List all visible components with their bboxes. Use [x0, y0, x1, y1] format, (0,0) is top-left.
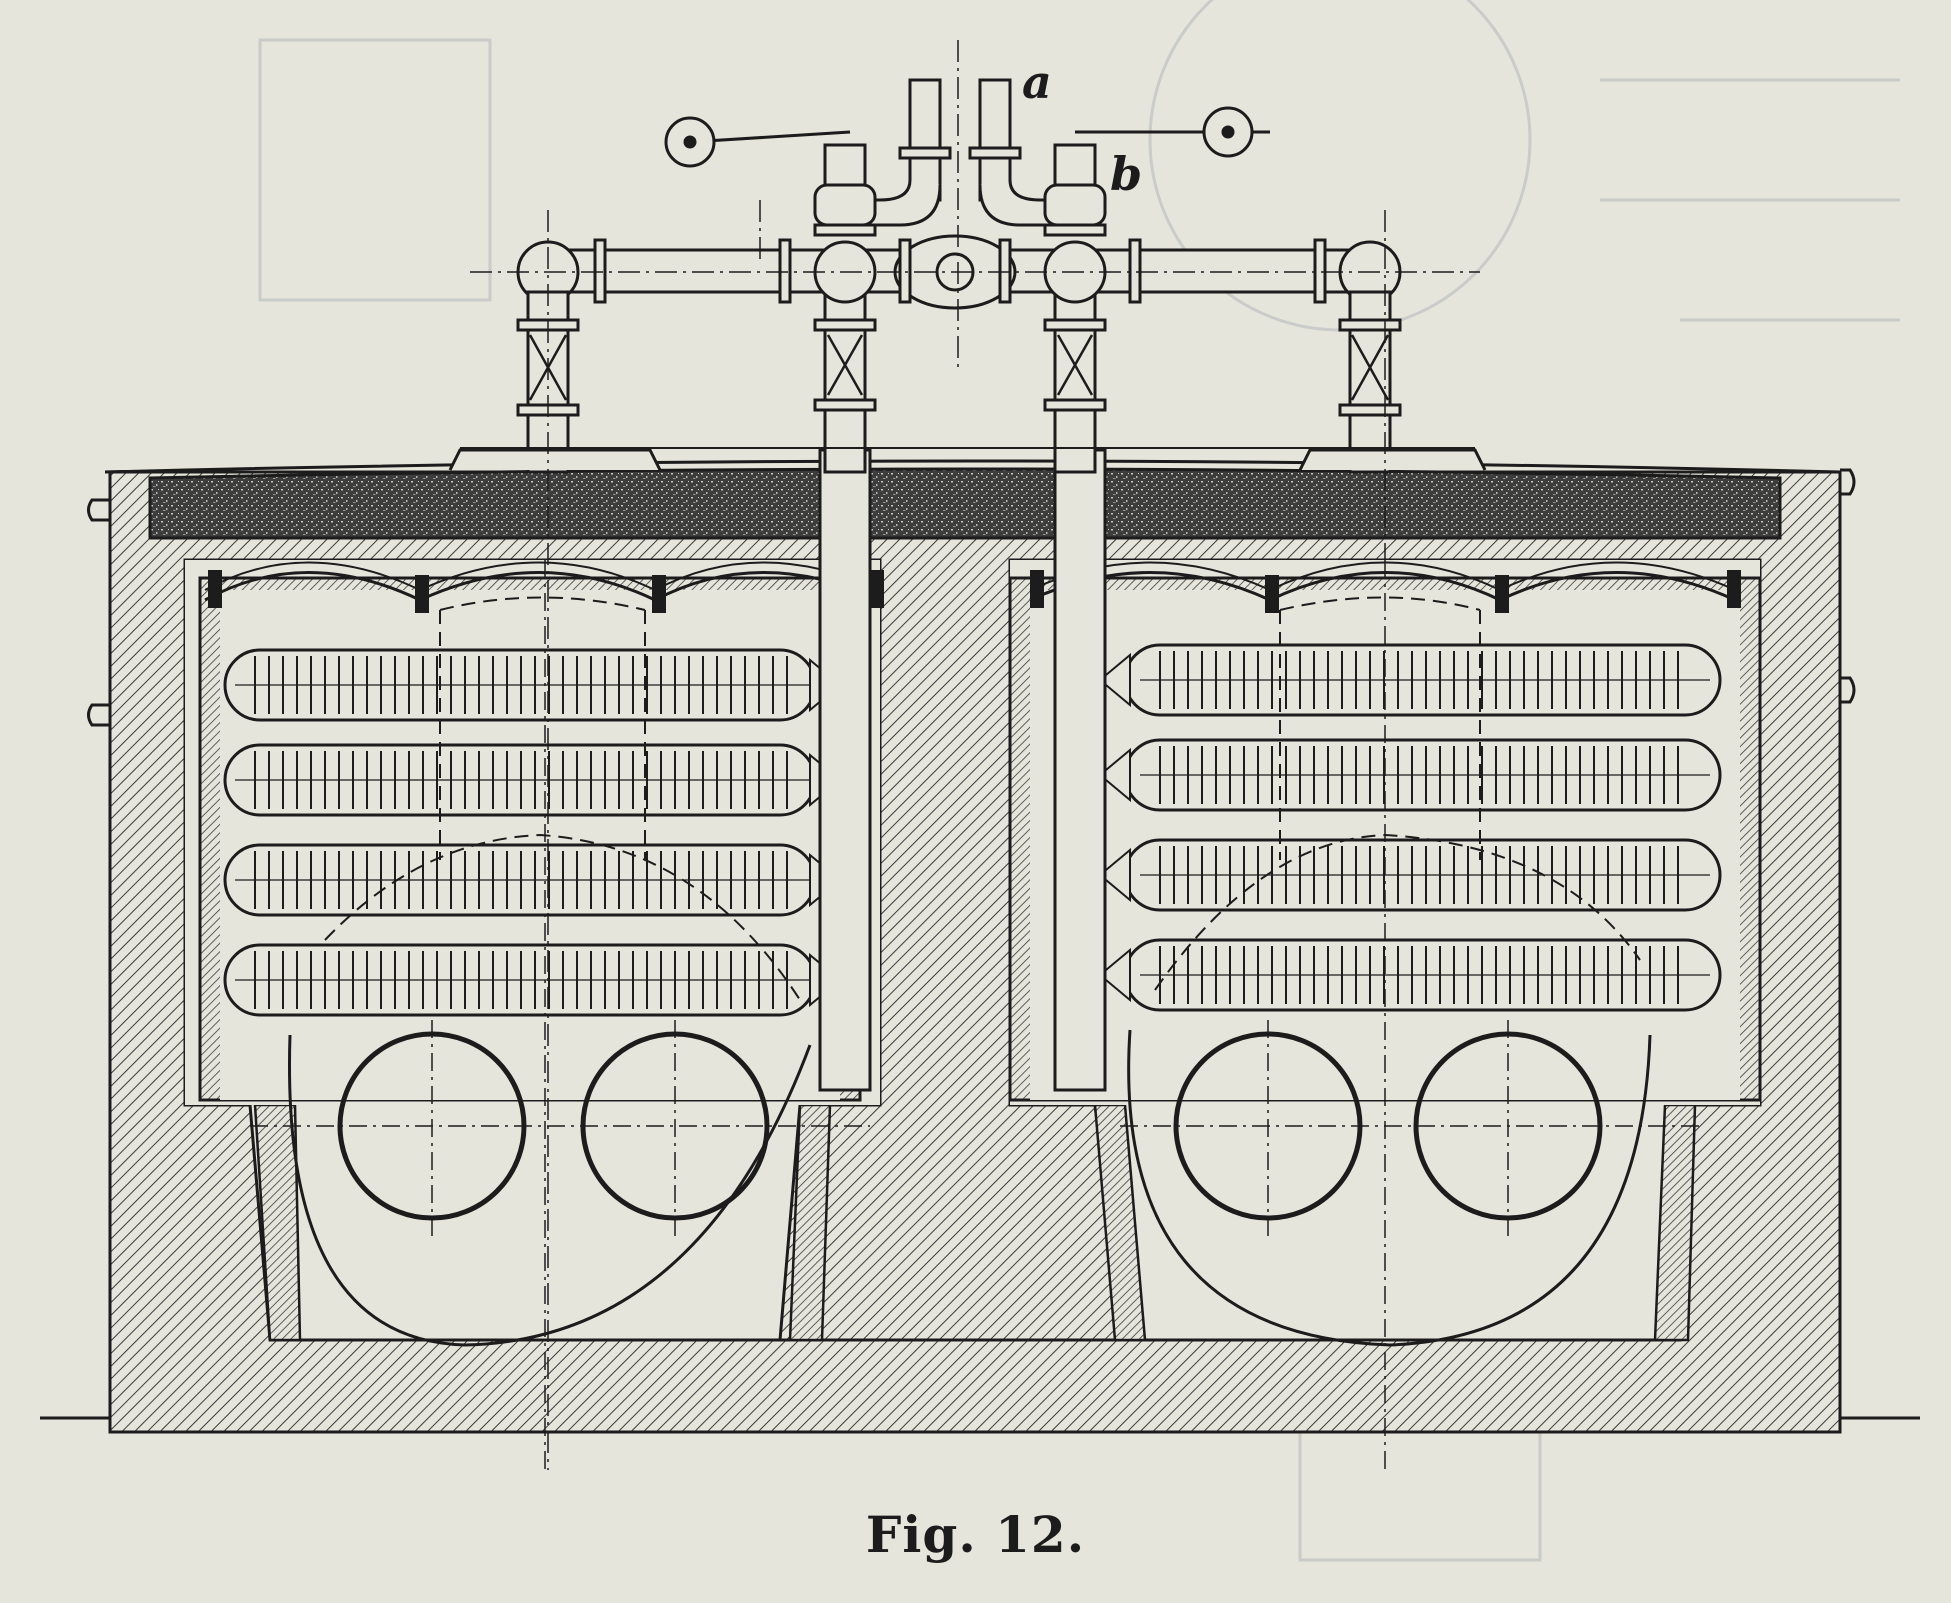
handwheel-icon: [1075, 106, 1270, 158]
figure-caption: Fig. 12.: [865, 1505, 1086, 1564]
shut-off-valve-icon: [528, 334, 1390, 401]
radiator-fins: [235, 651, 1710, 1009]
handwheel-icon: [664, 116, 851, 168]
chamber-left: [185, 448, 884, 1470]
vault-arches: [204, 571, 881, 602]
wall-feet: [253, 1103, 1697, 1342]
vault-arches: [1029, 571, 1736, 602]
insulation-slab: [148, 467, 1782, 540]
centre-lines: [470, 40, 1480, 1470]
boiler-shell-outline: [1127, 1029, 1652, 1347]
chamber-right: [1008, 448, 1762, 1470]
label-a: a: [1022, 55, 1052, 109]
flue-pipe: [818, 448, 872, 1092]
side-brackets: [87, 468, 1856, 727]
flue-pipe: [1053, 448, 1107, 1092]
label-b: b: [1110, 147, 1142, 201]
